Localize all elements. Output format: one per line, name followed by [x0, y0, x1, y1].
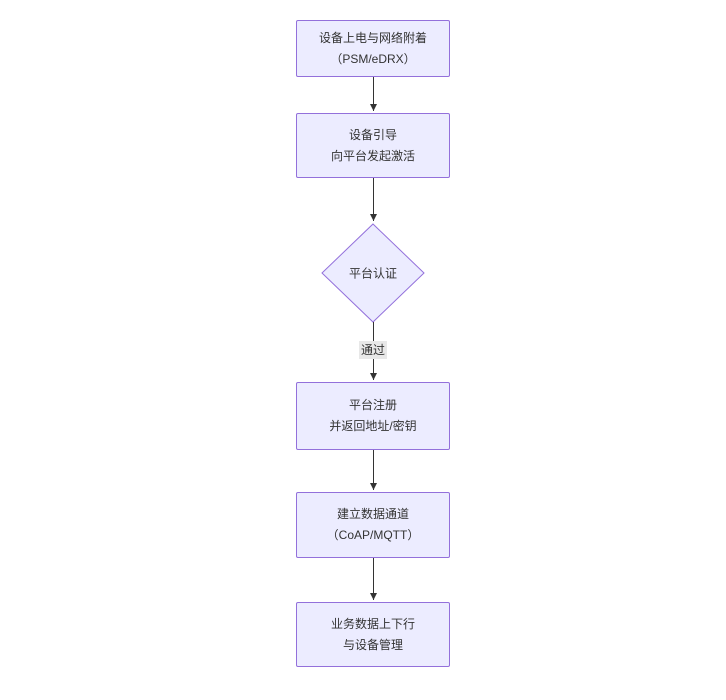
node-text-line: 与设备管理 — [342, 637, 403, 652]
node-text-line: 平台注册 — [348, 398, 397, 412]
node-text-line: （PSM/eDRX） — [330, 51, 416, 66]
node-text-line: 设备上电与网络附着 — [318, 30, 427, 45]
node-text-line: 建立数据通道 — [336, 507, 409, 521]
edge-label-pass: 通过 — [358, 341, 388, 359]
node-device-bootstrap-activate: 设备引导 向平台发起激活 — [296, 113, 450, 178]
node-text-line: 向平台发起激活 — [330, 148, 415, 163]
node-device-power-on-network-attach: 设备上电与网络附着 （PSM/eDRX） — [296, 20, 450, 77]
node-text-line: （CoAP/MQTT） — [326, 528, 420, 542]
node-text-line: 设备引导 — [348, 127, 397, 142]
node-business-data-device-management: 业务数据上下行 与设备管理 — [296, 602, 450, 667]
node-text-line: 业务数据上下行 — [330, 616, 415, 631]
node-platform-auth-label: 平台认证 — [348, 266, 398, 281]
node-platform-register-return-keys: 平台注册 并返回地址/密钥 — [296, 382, 450, 450]
node-establish-data-channel: 建立数据通道 （CoAP/MQTT） — [296, 492, 450, 558]
node-text-line: 并返回地址/密钥 — [329, 419, 417, 433]
